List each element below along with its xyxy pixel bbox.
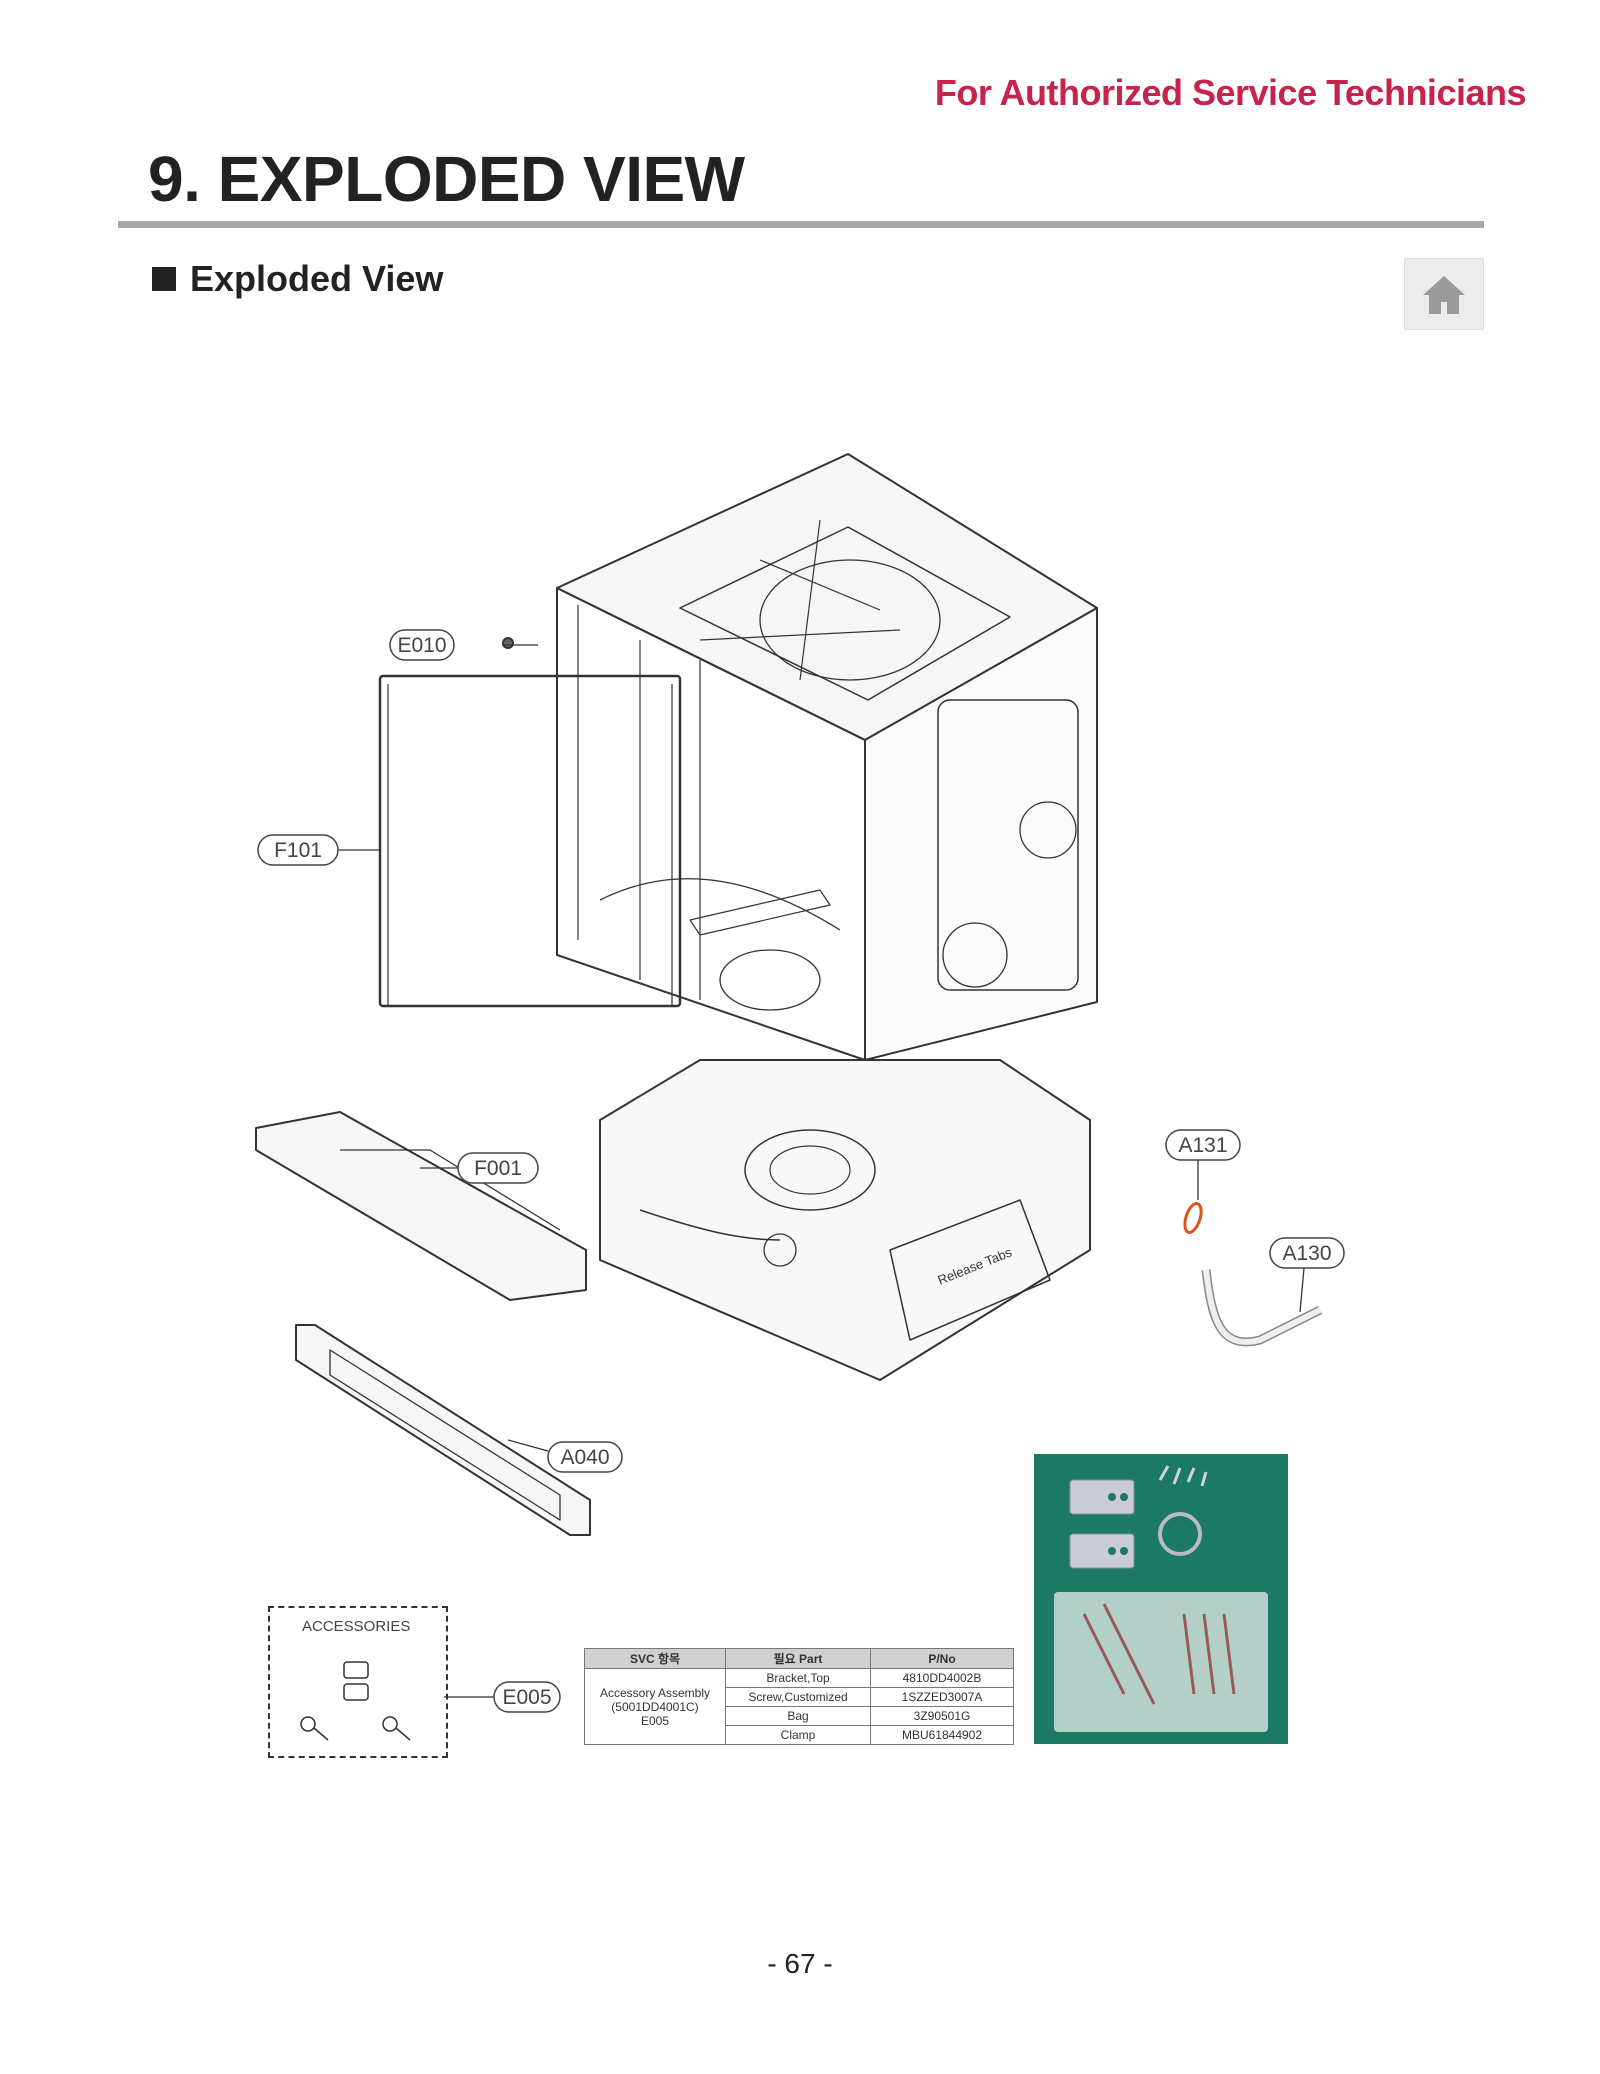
kick-plate-drawing <box>295 1324 591 1536</box>
bracket-icon <box>343 1683 369 1701</box>
part-name-cell: Screw,Customized <box>725 1687 871 1707</box>
table-row: Clamp MBU61844902 <box>585 1725 1014 1745</box>
screw-icon <box>313 1727 329 1741</box>
home-button[interactable] <box>1404 258 1484 330</box>
table-header: SVC 항목 <box>584 1648 726 1669</box>
tub-assembly-drawing <box>556 453 1098 1061</box>
callout-a040-label: A040 <box>560 1446 609 1469</box>
table-row: Bag 3Z90501G <box>585 1706 1014 1726</box>
chapter-title: 9. EXPLODED VIEW <box>148 143 745 215</box>
callout-e005 <box>493 1681 561 1713</box>
bracket-icon <box>343 1661 369 1679</box>
callout-f001 <box>457 1152 539 1184</box>
title-divider <box>118 221 1484 228</box>
table-header: 필요 Part <box>725 1648 871 1669</box>
svc-item-line: (5001DD4001C) <box>611 1699 699 1714</box>
section-title: Exploded View <box>190 258 444 299</box>
leader-a040 <box>507 1439 549 1452</box>
table-row: Accessory Assembly (5001DD4001C) E005 Br… <box>584 1668 1014 1745</box>
callout-e005-label: E005 <box>502 1686 551 1709</box>
accessories-title: ACCESSORIES <box>300 1618 413 1635</box>
bottom-rail-drawing <box>255 1111 587 1301</box>
screw-icon <box>395 1727 411 1741</box>
table-row: Screw,Customized 1SZZED3007A <box>585 1687 1014 1707</box>
screw-icon <box>300 1716 316 1732</box>
part-name-cell: Bracket,Top <box>725 1668 871 1688</box>
callout-f101-label: F101 <box>274 839 322 862</box>
part-number-cell: 3Z90501G <box>870 1706 1014 1726</box>
svc-item-cell: Accessory Assembly (5001DD4001C) E005 <box>584 1668 726 1745</box>
part-number-cell: MBU61844902 <box>870 1725 1014 1745</box>
part-name-cell: Clamp <box>725 1725 871 1745</box>
part-name-cell: Bag <box>725 1706 871 1726</box>
svc-item-line: Accessory Assembly <box>599 1685 711 1700</box>
callout-a131 <box>1165 1129 1241 1161</box>
callout-a131-label: A131 <box>1178 1134 1227 1157</box>
square-bullet-icon <box>152 267 176 291</box>
callout-a130 <box>1269 1237 1345 1269</box>
callout-a130-label: A130 <box>1282 1242 1331 1265</box>
door-gasket-frame-drawing <box>378 674 682 1008</box>
home-icon <box>1423 276 1465 314</box>
base-assembly-drawing: Release Tabs <box>599 1059 1091 1381</box>
o-ring-drawing <box>1183 1202 1203 1234</box>
leader-a130 <box>1299 1267 1305 1313</box>
svc-parts-table: SVC 항목 필요 Part P/No Accessory Assembly (… <box>584 1648 1014 1745</box>
screw-icon <box>382 1716 398 1732</box>
part-number-cell: 1SZZED3007A <box>870 1687 1014 1707</box>
screw-drawing <box>502 637 514 649</box>
callout-e010 <box>389 629 455 661</box>
section-heading: Exploded View <box>152 258 443 300</box>
callout-a040 <box>547 1441 623 1473</box>
callout-f001-label: F001 <box>474 1157 522 1180</box>
accessory-kit-photo <box>1034 1454 1288 1744</box>
authorized-technicians-note: For Authorized Service Technicians <box>934 72 1527 113</box>
svc-item-line: E005 <box>640 1713 670 1728</box>
page-number: - 67 - <box>767 1948 833 1979</box>
callout-f101 <box>257 834 339 866</box>
callout-e010-label: E010 <box>397 634 446 657</box>
accessories-box <box>268 1606 448 1758</box>
part-number-cell: 4810DD4002B <box>870 1668 1014 1688</box>
table-header: P/No <box>870 1648 1014 1669</box>
